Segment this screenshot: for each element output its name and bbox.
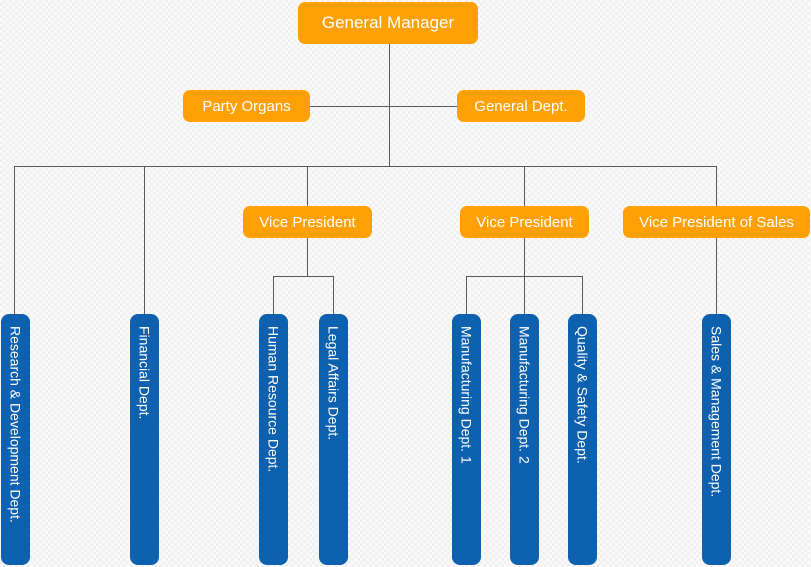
connector-line bbox=[273, 276, 334, 277]
node-research-development-dept-label: Research & Development Dept. bbox=[7, 326, 24, 523]
node-vice-president-1[interactable]: Vice President bbox=[243, 206, 372, 238]
node-financial-dept[interactable]: Financial Dept. bbox=[130, 314, 159, 565]
connector-line bbox=[524, 276, 525, 314]
node-human-resource-dept[interactable]: Human Resource Dept. bbox=[259, 314, 288, 565]
node-quality-safety-dept-label: Quality & Safety Dept. bbox=[574, 326, 591, 464]
connector-line bbox=[333, 276, 334, 314]
node-vice-president-2-label: Vice President bbox=[476, 213, 573, 231]
node-financial-dept-label: Financial Dept. bbox=[136, 326, 153, 420]
node-human-resource-dept-label: Human Resource Dept. bbox=[265, 326, 282, 473]
node-vice-president-2[interactable]: Vice President bbox=[460, 206, 589, 238]
connector-line bbox=[307, 238, 308, 276]
node-quality-safety-dept[interactable]: Quality & Safety Dept. bbox=[568, 314, 597, 565]
node-general-dept-label: General Dept. bbox=[474, 97, 568, 115]
node-sales-management-dept-label: Sales & Management Dept. bbox=[708, 326, 725, 498]
connector-line bbox=[14, 166, 15, 314]
connector-line bbox=[389, 44, 390, 166]
node-sales-management-dept[interactable]: Sales & Management Dept. bbox=[702, 314, 731, 565]
node-party-organs[interactable]: Party Organs bbox=[183, 90, 310, 122]
node-general-manager-label: General Manager bbox=[321, 13, 455, 32]
connector-line bbox=[144, 166, 145, 314]
node-legal-affairs-dept[interactable]: Legal Affairs Dept. bbox=[319, 314, 348, 565]
connector-line bbox=[310, 106, 457, 107]
node-manufacturing-dept-1[interactable]: Manufacturing Dept. 1 bbox=[452, 314, 481, 565]
node-manufacturing-dept-2[interactable]: Manufacturing Dept. 2 bbox=[510, 314, 539, 565]
node-legal-affairs-dept-label: Legal Affairs Dept. bbox=[325, 326, 342, 441]
connector-line bbox=[524, 238, 525, 276]
connector-line bbox=[273, 276, 274, 314]
node-vice-president-of-sales-label: Vice President of Sales bbox=[639, 213, 794, 231]
node-research-development-dept[interactable]: Research & Development Dept. bbox=[1, 314, 30, 565]
node-general-dept[interactable]: General Dept. bbox=[457, 90, 585, 122]
connector-line bbox=[307, 166, 308, 206]
node-vice-president-of-sales[interactable]: Vice President of Sales bbox=[623, 206, 810, 238]
connector-line bbox=[716, 166, 717, 206]
node-vice-president-1-label: Vice President bbox=[259, 213, 356, 231]
connector-line bbox=[582, 276, 583, 314]
connector-line bbox=[466, 276, 467, 314]
connector-line bbox=[716, 238, 717, 314]
node-party-organs-label: Party Organs bbox=[202, 97, 291, 115]
connector-line bbox=[524, 166, 525, 206]
connector-line bbox=[14, 166, 717, 167]
node-manufacturing-dept-1-label: Manufacturing Dept. 1 bbox=[458, 326, 475, 464]
node-general-manager[interactable]: General Manager bbox=[298, 2, 478, 44]
node-manufacturing-dept-2-label: Manufacturing Dept. 2 bbox=[516, 326, 533, 464]
